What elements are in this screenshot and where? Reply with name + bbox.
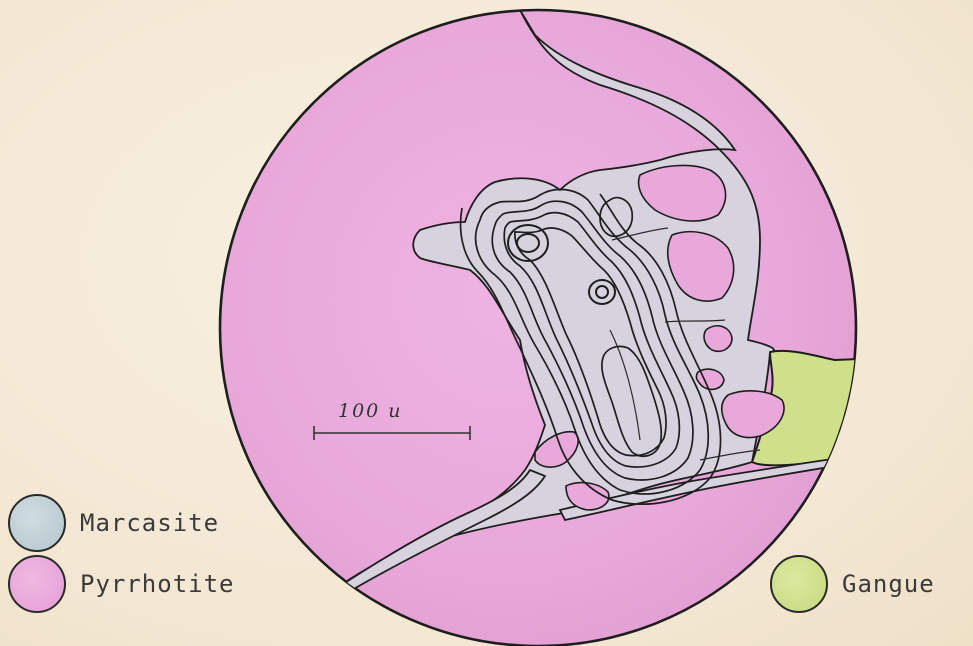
marcasite-swatch	[8, 494, 66, 552]
legend-item-pyrrhotite: Pyrrhotite	[8, 555, 235, 613]
legend-label-gangue: Gangue	[842, 570, 935, 598]
gangue-swatch	[770, 555, 828, 613]
legend-item-marcasite: Marcasite	[8, 494, 219, 552]
legend-item-gangue: Gangue	[770, 555, 935, 613]
legend-label-pyrrhotite: Pyrrhotite	[80, 570, 235, 598]
legend-label-marcasite: Marcasite	[80, 509, 219, 537]
pyrrhotite-swatch	[8, 555, 66, 613]
inclusion-3	[704, 326, 732, 351]
scale-bar-label: 100 u	[338, 400, 403, 422]
